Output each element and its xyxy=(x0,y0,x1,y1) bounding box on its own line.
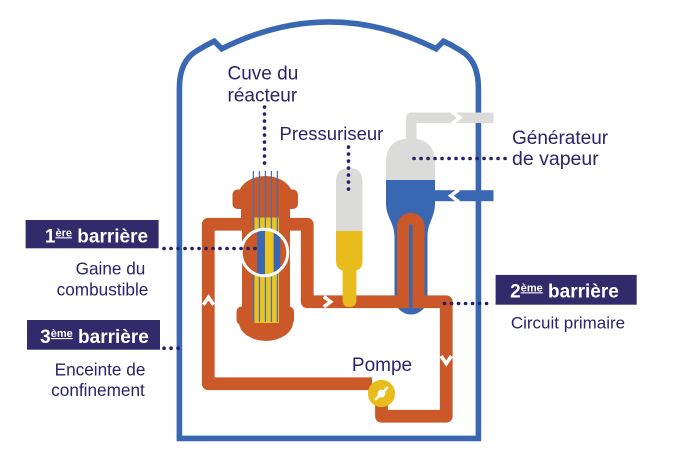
svg-text:confinement: confinement xyxy=(51,380,145,400)
svg-text:combustible: combustible xyxy=(57,280,149,300)
svg-text:Pressuriseur: Pressuriseur xyxy=(280,123,384,144)
svg-text:réacteur: réacteur xyxy=(228,85,298,106)
svg-text:Générateur: Générateur xyxy=(512,128,609,149)
svg-text:de vapeur: de vapeur xyxy=(512,148,599,170)
svg-text:Gaine du: Gaine du xyxy=(76,258,146,278)
svg-text:Cuve du: Cuve du xyxy=(228,63,299,84)
svg-text:Circuit primaire: Circuit primaire xyxy=(511,314,625,333)
svg-text:Enceinte de: Enceinte de xyxy=(55,360,146,380)
svg-text:Pompe: Pompe xyxy=(352,355,412,376)
